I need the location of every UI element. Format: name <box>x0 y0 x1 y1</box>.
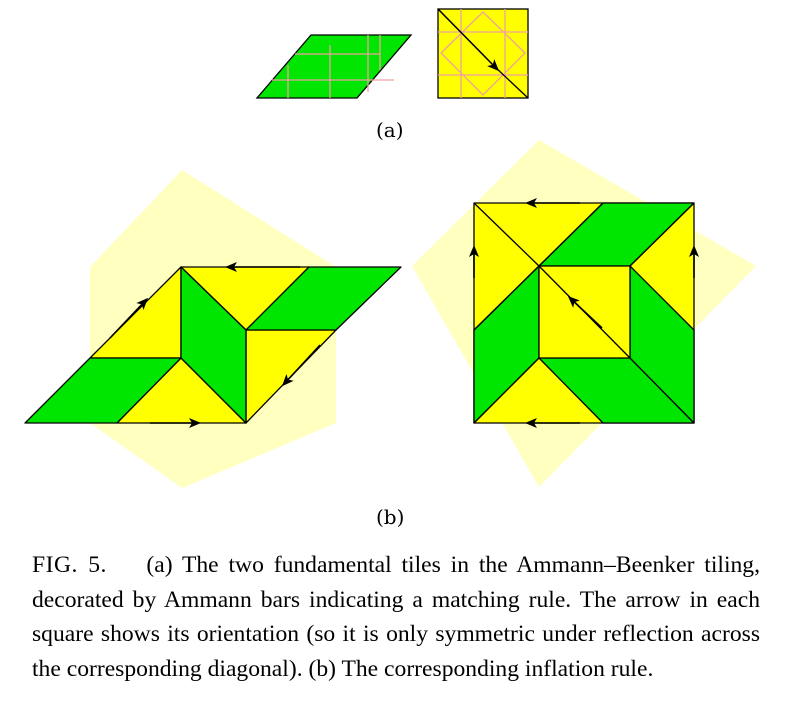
panel-b-label: (b) <box>376 505 405 529</box>
arrow-rhomb-right <box>281 344 321 387</box>
panel-a-label: (a) <box>376 118 404 142</box>
rhomb-tile <box>255 34 413 99</box>
caption-text: (a) The two fundamental tiles in the Amm… <box>32 552 761 682</box>
panel-a <box>255 8 529 99</box>
arrow-square-center <box>567 295 603 329</box>
figure-caption: FIG. 5. (a) The two fundamental tiles in… <box>32 548 760 686</box>
panel-b-rhomb-inflation <box>24 170 402 488</box>
square-orientation-arrow <box>437 8 500 72</box>
ammann-bars-square <box>438 9 528 98</box>
panel-b-square-inflation <box>412 140 756 487</box>
caption-label: FIG. 5. <box>32 552 107 578</box>
ammann-bars-rhomb <box>272 35 394 98</box>
arrow-rhomb-left <box>109 297 149 339</box>
square-tile <box>437 8 529 99</box>
figure-illustration <box>24 8 756 488</box>
